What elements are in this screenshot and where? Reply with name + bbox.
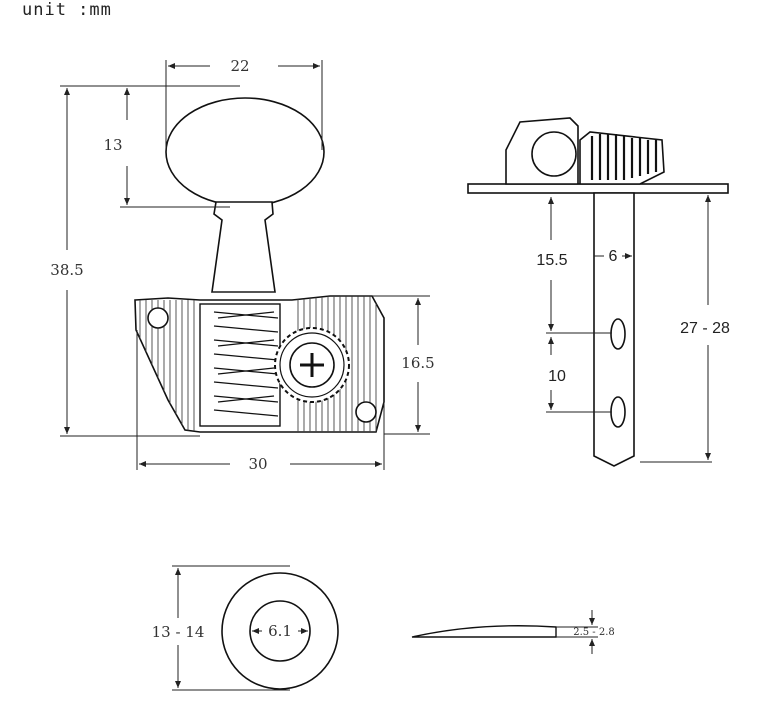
- dim-washer-outer: 13 - 14: [152, 623, 205, 641]
- unit-label: unit :mm: [22, 0, 112, 20]
- washer-top-view: 13 - 14 6.1: [152, 565, 339, 691]
- tuner-neck: [211, 201, 276, 293]
- dim-washer-inner: 6.1: [268, 622, 292, 640]
- dim-post-length: 27 - 28: [680, 320, 730, 337]
- dim-post-offset: 15.5: [536, 252, 567, 269]
- front-view: 22 13 38.5 16.5 30: [50, 57, 434, 473]
- side-view: 15.5 6 10 27 - 28: [467, 117, 730, 467]
- dim-post-diameter: 6: [609, 248, 618, 265]
- washer-side-view: 2.5 - 2.8: [411, 610, 615, 654]
- string-hole-lower: [610, 396, 626, 428]
- gear-side: [579, 131, 665, 185]
- dim-housing-height: 16.5: [401, 354, 434, 372]
- dim-hole-spacing: 10: [548, 368, 566, 385]
- dim-washer-thickness: 2.5 - 2.8: [573, 627, 615, 638]
- base-plate: [467, 183, 729, 194]
- string-hole-upper: [610, 318, 626, 350]
- dim-housing-width: 30: [248, 455, 267, 473]
- washer-inner-hole: [249, 600, 311, 662]
- washer-profile: [411, 625, 557, 638]
- mount-hole-right: [355, 401, 377, 423]
- mount-hole-left: [147, 307, 169, 329]
- dim-knob-width: 22: [230, 57, 249, 75]
- gear-wheel: [274, 327, 350, 403]
- shaft-end: [531, 131, 577, 177]
- tuner-knob: [165, 97, 325, 207]
- dim-knob-height: 13: [103, 136, 122, 154]
- dim-total-height: 38.5: [50, 261, 83, 279]
